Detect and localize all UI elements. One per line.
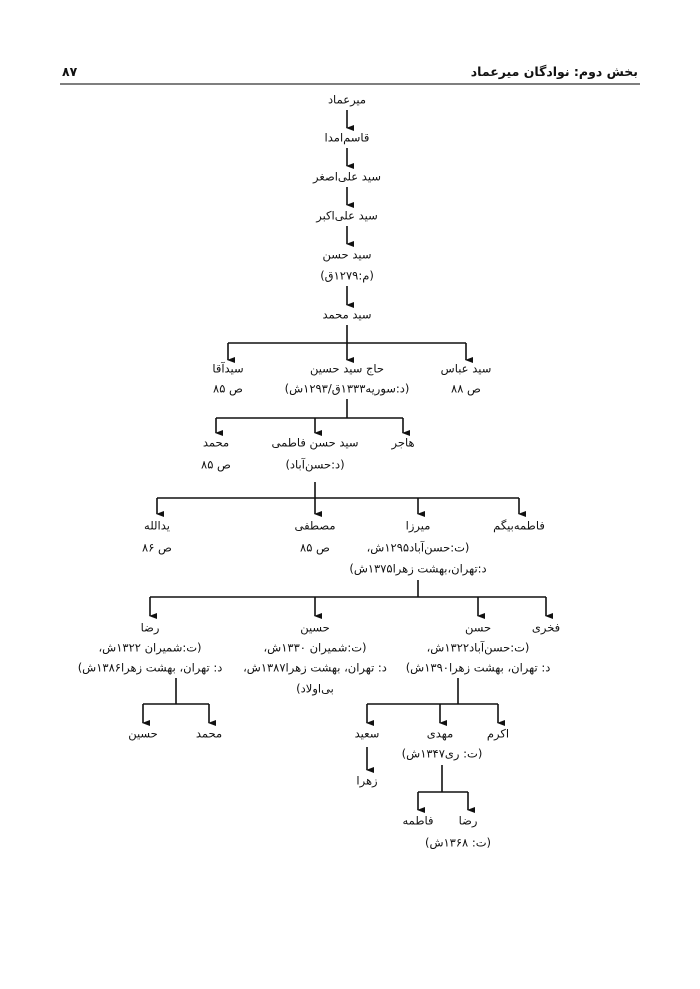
node-mostafa-ref: ص ۸۵: [300, 540, 330, 555]
node-mirza-note1: (ت:حسن‌آباد۱۲۹۵ش،: [366, 540, 470, 555]
node-seyed-agha-ref: ص ۸۵: [213, 381, 243, 396]
node-mostafa: مصطفی: [294, 518, 336, 533]
node-mir-emad: میرعماد: [327, 92, 367, 107]
node-ali-akbar: سید علی‌اکبر: [316, 208, 378, 223]
node-fakhri: فخری: [531, 620, 561, 635]
section-title: بخش دوم: نوادگان میرعماد: [470, 64, 638, 79]
node-mirza: میرزا: [405, 518, 431, 533]
node-seyed-abbas: سید عباس: [440, 361, 492, 376]
node-mirza-note2: د:تهران،بهشت زهرا۱۳۷۵ش): [349, 561, 487, 576]
node-hasan-note: (م:۱۲۷۹ق): [320, 268, 374, 283]
node-hasan-fatemi-note: (د:حسن‌آباد): [285, 457, 345, 472]
node-seyed-agha: سیدآقا: [212, 361, 244, 376]
node-hossein-note1: (ت:شمیران ۱۳۳۰ش،: [263, 640, 367, 655]
node-reza-note2: د: تهران، بهشت زهرا۱۳۸۶ش): [77, 660, 223, 675]
node-hajar: هاجر: [391, 435, 415, 450]
node-mohammad: سید محمد: [322, 307, 372, 322]
node-hossein-note2: د: تهران، بهشت زهرا۱۳۸۷ش،: [243, 660, 387, 675]
node-mohammad2: محمد: [202, 435, 230, 450]
node-yadollah: یدالله: [144, 518, 170, 533]
node-hasan-fatemi: سید حسن فاطمی: [271, 435, 359, 450]
node-hasan2: حسن: [464, 620, 492, 635]
node-seyed-abbas-ref: ص ۸۸: [451, 381, 481, 396]
node-hossein: حسین: [300, 620, 330, 635]
node-mahdi-note: (ت: ری۱۳۴۷ش): [401, 746, 483, 761]
node-hossein-note3: بی‌اولاد): [296, 681, 334, 696]
node-hasan2-note2: د: تهران، بهشت زهرا۱۳۹۰ش): [405, 660, 551, 675]
node-reza: رضا: [140, 620, 160, 635]
node-mohammad2-ref: ص ۸۵: [201, 457, 231, 472]
node-reza-note1: (ت:شمیران ۱۳۲۲ش،: [98, 640, 202, 655]
node-reza2-note: (ت: ۱۳۶۸ش): [424, 835, 492, 850]
node-ali-asghar: سید علی‌اصغر: [313, 169, 381, 184]
node-fatemeh-begum: فاطمه‌بیگم: [493, 518, 545, 533]
node-hasan2-note1: (ت:حسن‌آباد۱۳۲۲ش،: [426, 640, 530, 655]
node-yadollah-ref: ص ۸۶: [142, 540, 172, 555]
node-mohammad3: محمد: [195, 726, 223, 741]
node-qasem: قاسم‌امدا: [324, 130, 370, 145]
node-reza2: رضا: [458, 813, 478, 828]
node-akram: اکرم: [486, 726, 510, 741]
node-haj-hossein: حاج سید حسین: [309, 361, 385, 376]
node-haj-hossein-note: (د:سوریه۱۳۳۳ق/۱۲۹۳ش): [284, 381, 410, 396]
page-number: ۸۷: [62, 64, 78, 79]
node-mahdi: مهدی: [426, 726, 454, 741]
node-zahra: زهرا: [356, 773, 378, 788]
node-saeed: سعید: [354, 726, 380, 741]
node-hossein2: حسین: [128, 726, 158, 741]
node-fatemeh: فاطمه: [402, 813, 434, 828]
node-hasan: سید حسن: [322, 247, 372, 262]
